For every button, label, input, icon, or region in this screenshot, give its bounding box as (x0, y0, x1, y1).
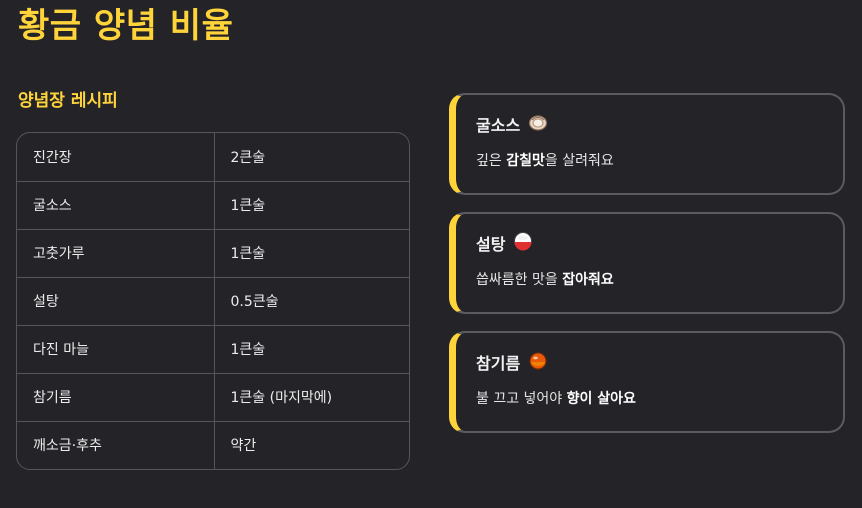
tip-header: 굴소스 (476, 110, 843, 138)
tip-description: 불 끄고 넣어야 향이 살아요 (476, 388, 843, 408)
ingredient-amount: 1큰술 (214, 229, 409, 278)
tip-card-sesame-oil: 참기름 불 끄고 넣어야 향이 살아요 (449, 331, 845, 433)
sugar-bowl-icon (513, 231, 533, 255)
ingredient-name: 깨소금·후추 (17, 421, 215, 469)
ingredient-name: 다진 마늘 (17, 325, 215, 374)
recipe-table: 진간장 2큰술 굴소스 1큰술 고춧가루 1큰술 설탕 0.5큰술 다진 마늘 (16, 132, 410, 470)
ingredient-amount: 2큰술 (214, 133, 409, 182)
table-row: 설탕 0.5큰술 (17, 277, 409, 326)
ingredient-name: 설탕 (17, 277, 215, 326)
ingredient-amount: 1큰술 (마지막에) (214, 373, 409, 422)
ingredient-name: 참기름 (17, 373, 215, 422)
tip-highlight: 감칠맛 (506, 153, 545, 169)
table-row: 고춧가루 1큰술 (17, 229, 409, 278)
tip-header: 설탕 (476, 229, 843, 257)
table-row: 굴소스 1큰술 (17, 181, 409, 230)
tip-title: 참기름 (476, 354, 521, 373)
ingredient-amount: 1큰술 (214, 325, 409, 374)
tip-card-oyster-sauce: 굴소스 깊은 감칠맛을 살려줘요 (449, 93, 845, 195)
ingredient-amount: 약간 (230, 438, 257, 455)
tip-highlight: 향이 살아요 (566, 391, 636, 407)
tip-description: 깊은 감칠맛을 살려줘요 (476, 150, 843, 170)
table-row: 참기름 1큰술 (마지막에) (17, 373, 409, 422)
sesame-oil-drop-icon (528, 350, 548, 374)
tips-list: 굴소스 깊은 감칠맛을 살려줘요 설탕 (449, 93, 845, 450)
tip-text: 을 살려줘요 (544, 153, 614, 169)
table-row: 다진 마늘 1큰술 (17, 325, 409, 374)
ingredient-amount: 0.5큰술 (214, 277, 409, 326)
recipe-heading: 양념장 레시피 (18, 91, 118, 111)
page-title: 황금 양념 비율 (18, 6, 234, 46)
ingredient-name: 굴소스 (17, 181, 215, 230)
table-row: 깨소금·후추 약간 (17, 421, 409, 469)
ingredient-amount: 1큰술 (214, 181, 409, 230)
recipe-table-grid: 진간장 2큰술 굴소스 1큰술 고춧가루 1큰술 설탕 0.5큰술 다진 마늘 (17, 133, 409, 469)
tip-highlight: 잡아줘요 (562, 272, 614, 288)
tip-text: 깊은 (476, 153, 507, 169)
tip-description: 씁싸름한 맛을 잡아줘요 (476, 269, 843, 289)
tip-title: 굴소스 (476, 116, 521, 135)
table-row: 진간장 2큰술 (17, 133, 409, 182)
oyster-icon (528, 112, 548, 136)
ingredient-name: 고춧가루 (17, 229, 215, 278)
tip-title: 설탕 (476, 235, 506, 254)
tip-card-sugar: 설탕 씁싸름한 맛을 잡아줘요 (449, 212, 845, 314)
tip-header: 참기름 (476, 348, 843, 376)
tip-text: 불 끄고 넣어야 (476, 391, 567, 407)
tip-text: 씁싸름한 맛을 (476, 272, 563, 288)
ingredient-name: 진간장 (17, 133, 215, 182)
